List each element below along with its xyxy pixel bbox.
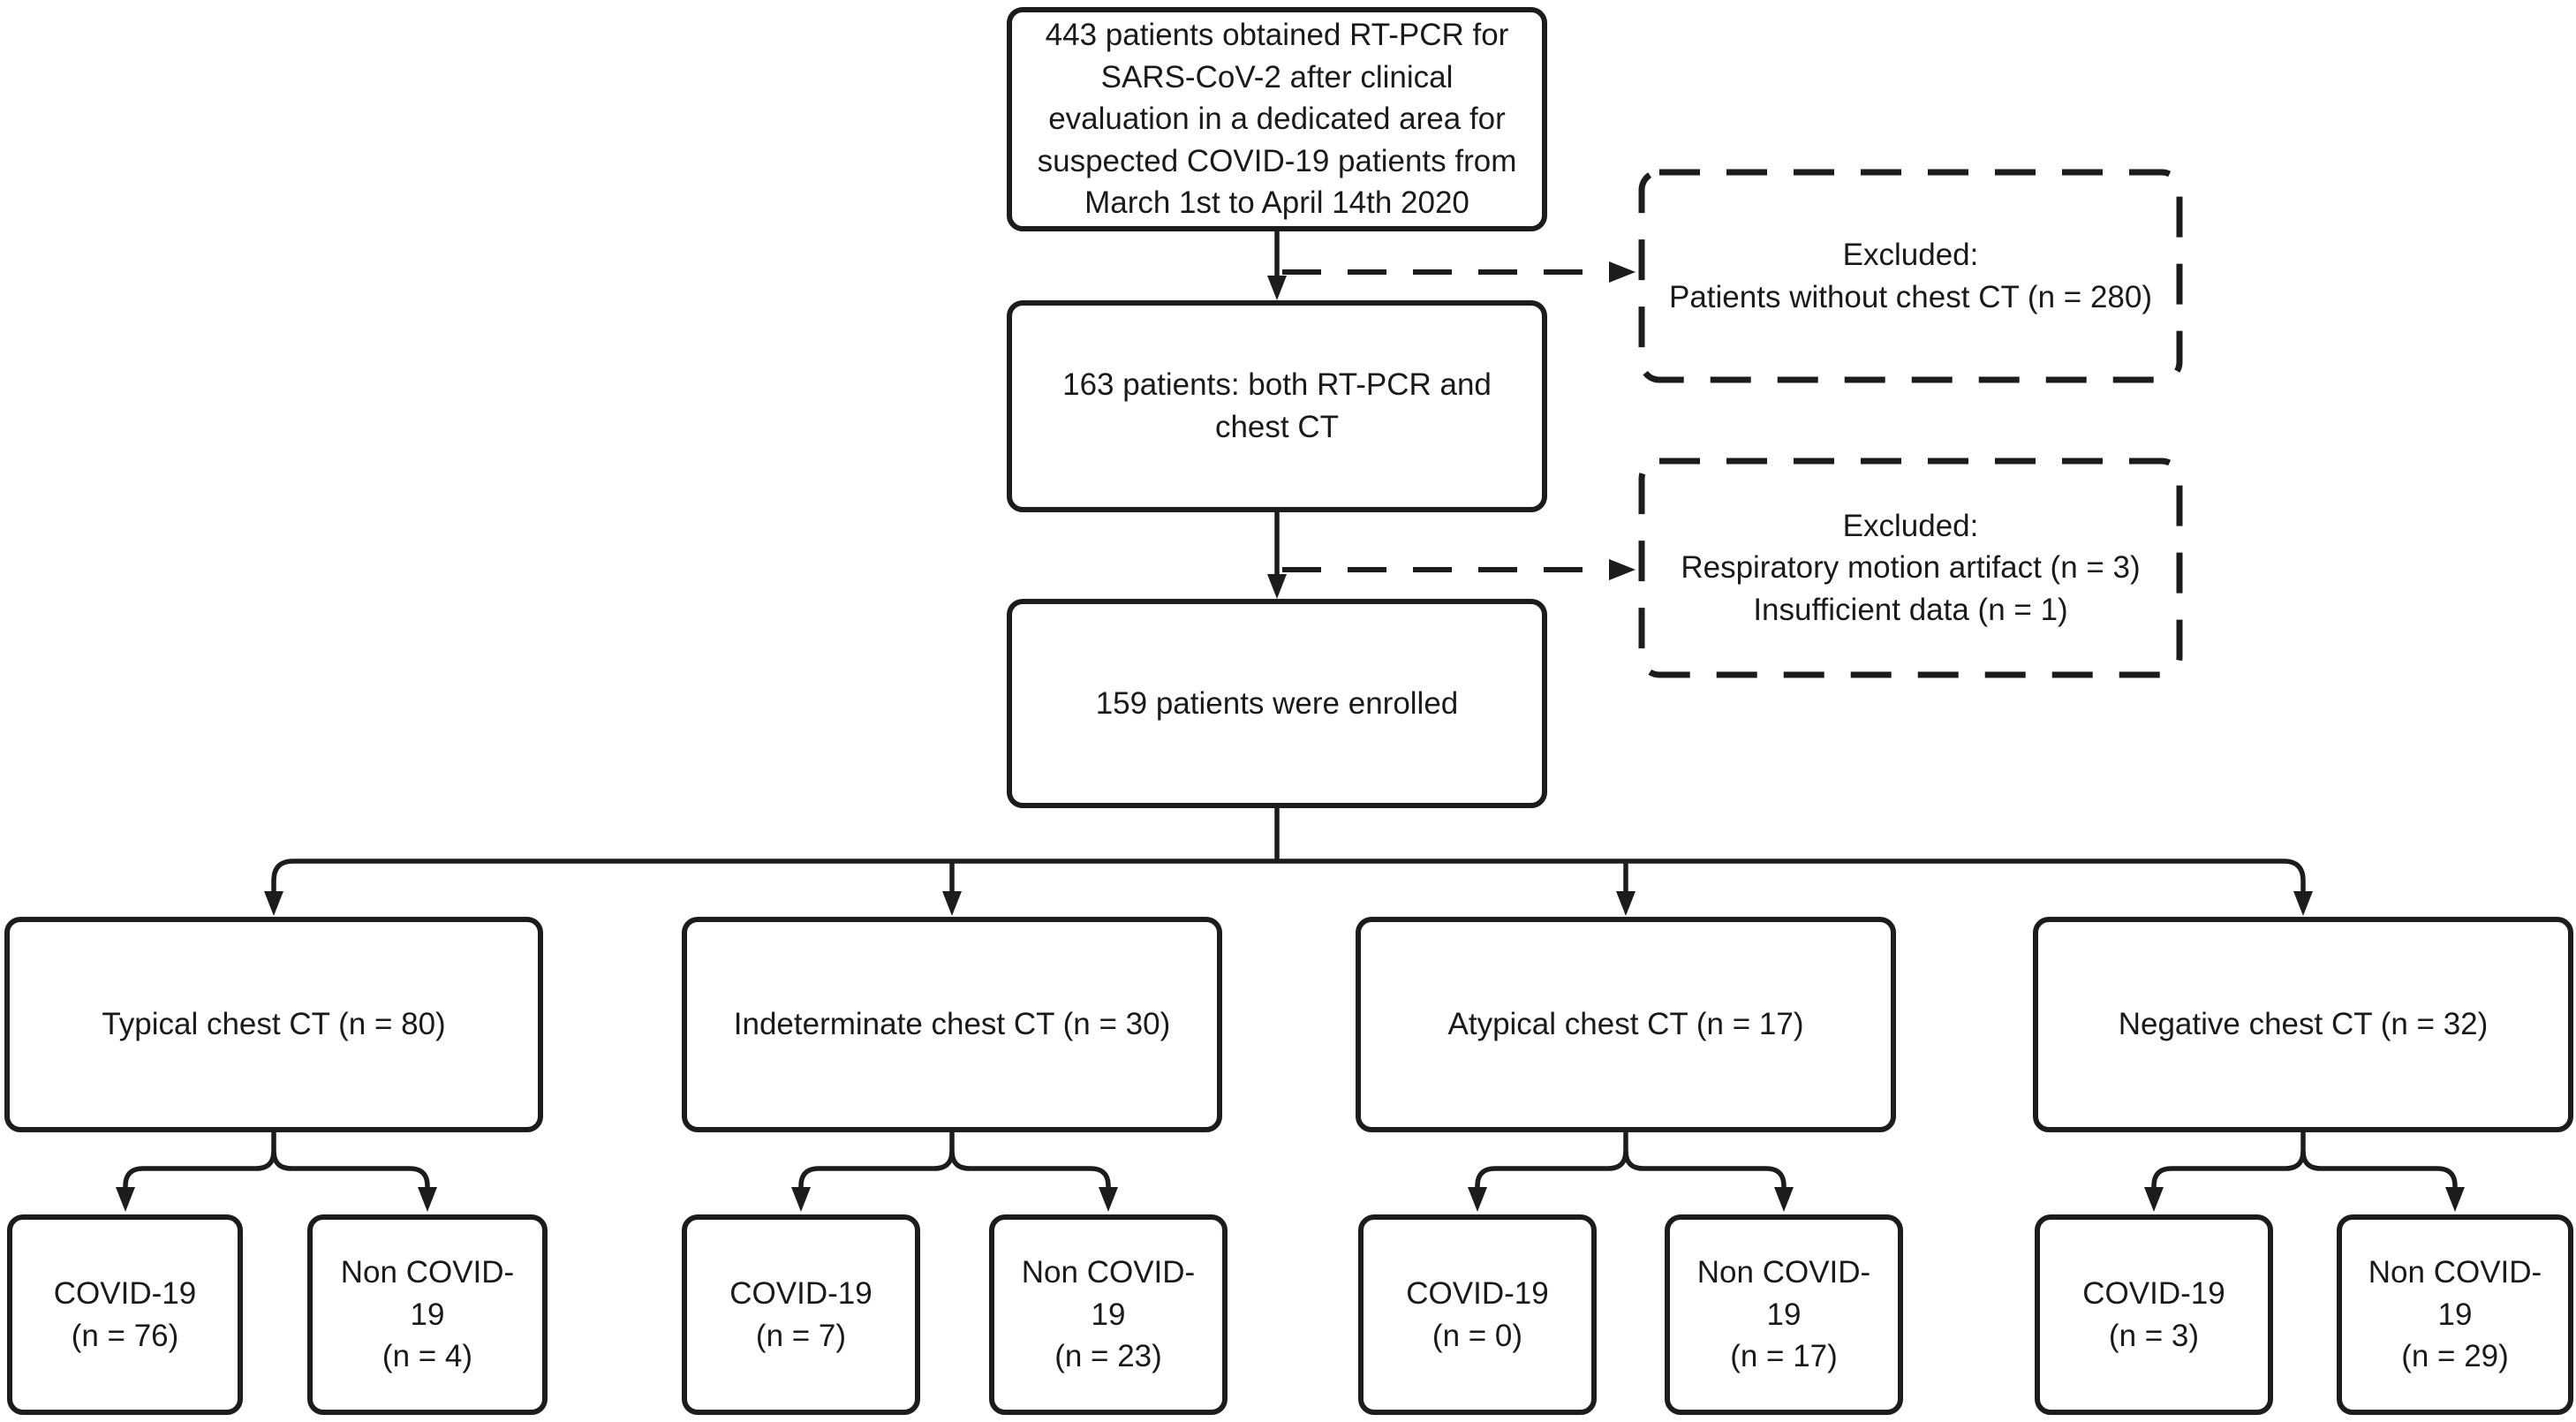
arrowhead-down-icon bbox=[2445, 1187, 2465, 1212]
arrowhead-down-icon bbox=[2144, 1187, 2164, 1212]
box-enrolled: 159 patients were enrolled bbox=[1007, 599, 1547, 808]
excluded-1-header: Excluded: bbox=[1842, 237, 1979, 272]
indeterminate-label: Indeterminate chest CT (n = 30) bbox=[733, 1007, 1171, 1042]
arrowhead-down-icon bbox=[791, 1187, 811, 1212]
atypical-covid-name: COVID-19 bbox=[1406, 1275, 1549, 1311]
split-typical-left bbox=[123, 1132, 276, 1192]
split-negative-left bbox=[2151, 1132, 2306, 1192]
box-atypical-noncovid: Non COVID-19 (n = 17) bbox=[1665, 1214, 1903, 1415]
box-typical-noncovid: Non COVID-19 (n = 4) bbox=[307, 1214, 548, 1415]
excluded-2-header: Excluded: bbox=[1842, 508, 1979, 543]
box-negative-chest-ct: Negative chest CT (n = 32) bbox=[2033, 917, 2573, 1132]
typical-label: Typical chest CT (n = 80) bbox=[102, 1007, 446, 1042]
screened-text: 443 patients obtained RT-PCR for SARS-Co… bbox=[1037, 18, 1517, 221]
box-negative-noncovid: Non COVID-19 (n = 29) bbox=[2337, 1214, 2573, 1415]
negative-noncovid-count: (n = 29) bbox=[2401, 1339, 2509, 1374]
arrowhead-down-icon bbox=[418, 1187, 437, 1212]
arrowhead-down-icon bbox=[116, 1187, 135, 1212]
atypical-label: Atypical chest CT (n = 17) bbox=[1447, 1007, 1804, 1042]
atypical-noncovid-count: (n = 17) bbox=[1730, 1339, 1838, 1374]
box-screened-patients: 443 patients obtained RT-PCR for SARS-Co… bbox=[1007, 7, 1547, 231]
enrolled-text: 159 patients were enrolled bbox=[1095, 685, 1459, 721]
box-indeterminate-noncovid: Non COVID-19 (n = 23) bbox=[989, 1214, 1228, 1415]
box-indeterminate-covid: COVID-19 (n = 7) bbox=[682, 1214, 920, 1415]
arrowhead-down-icon bbox=[1099, 1187, 1118, 1212]
split-indeterminate-left bbox=[798, 1132, 955, 1192]
indeterminate-noncovid-name: Non COVID-19 bbox=[1021, 1255, 1196, 1332]
arrowhead-down-icon bbox=[1267, 276, 1287, 300]
negative-label: Negative chest CT (n = 32) bbox=[2118, 1007, 2489, 1042]
typical-covid-name: COVID-19 bbox=[53, 1275, 197, 1311]
arrowhead-down-icon bbox=[2293, 891, 2313, 916]
atypical-covid-count: (n = 0) bbox=[1432, 1318, 1523, 1353]
indeterminate-covid-name: COVID-19 bbox=[729, 1275, 873, 1311]
typical-noncovid-name: Non COVID-19 bbox=[340, 1255, 515, 1332]
atypical-noncovid-name: Non COVID-19 bbox=[1696, 1255, 1871, 1332]
rtpcr-and-ct-text: 163 patients: both RT-PCR and chest CT bbox=[1062, 367, 1492, 444]
box-rtpcr-and-ct: 163 patients: both RT-PCR and chest CT bbox=[1007, 300, 1547, 512]
indeterminate-noncovid-count: (n = 23) bbox=[1054, 1339, 1162, 1374]
split-atypical-right bbox=[1623, 1150, 1787, 1192]
box-excluded-no-chest-ct: Excluded: Patients without chest CT (n =… bbox=[1642, 172, 2179, 380]
box-atypical-chest-ct: Atypical chest CT (n = 17) bbox=[1356, 917, 1896, 1132]
box-indeterminate-chest-ct: Indeterminate chest CT (n = 30) bbox=[682, 917, 1222, 1132]
box-negative-covid: COVID-19 (n = 3) bbox=[2035, 1214, 2273, 1415]
arrowhead-down-icon bbox=[1774, 1187, 1794, 1212]
box-excluded-artifact-data: Excluded: Respiratory motion artifact (n… bbox=[1642, 461, 2179, 675]
split-negative-right bbox=[2300, 1150, 2458, 1192]
split-atypical-left bbox=[1475, 1132, 1628, 1192]
typical-covid-count: (n = 76) bbox=[71, 1318, 179, 1353]
typical-noncovid-count: (n = 4) bbox=[381, 1339, 473, 1374]
excluded-1-reason: Patients without chest CT (n = 280) bbox=[1669, 279, 2152, 314]
excluded-box-2-border bbox=[1638, 458, 2183, 678]
negative-covid-name: COVID-19 bbox=[2082, 1275, 2225, 1311]
branch-rail bbox=[271, 858, 2306, 894]
arrowhead-down-icon bbox=[1267, 574, 1287, 599]
split-indeterminate-right bbox=[949, 1150, 1111, 1192]
arrowhead-down-icon bbox=[1616, 891, 1635, 916]
arrowhead-down-icon bbox=[942, 891, 962, 916]
box-typical-chest-ct: Typical chest CT (n = 80) bbox=[4, 917, 543, 1132]
arrowhead-down-icon bbox=[1468, 1187, 1487, 1212]
excluded-2-reason-2: Insufficient data (n = 1) bbox=[1753, 592, 2068, 627]
arrowhead-right-icon bbox=[1609, 261, 1635, 283]
indeterminate-covid-count: (n = 7) bbox=[755, 1318, 847, 1353]
negative-noncovid-name: Non COVID-19 bbox=[2368, 1255, 2542, 1332]
arrowhead-down-icon bbox=[264, 891, 283, 916]
negative-covid-count: (n = 3) bbox=[2108, 1318, 2200, 1353]
excluded-box-1-border bbox=[1638, 169, 2183, 383]
excluded-2-reason-1: Respiratory motion artifact (n = 3) bbox=[1681, 550, 2141, 586]
arrowhead-right-icon bbox=[1609, 559, 1635, 580]
box-typical-covid: COVID-19 (n = 76) bbox=[7, 1214, 243, 1415]
box-atypical-covid: COVID-19 (n = 0) bbox=[1358, 1214, 1597, 1415]
split-typical-right bbox=[271, 1150, 430, 1192]
